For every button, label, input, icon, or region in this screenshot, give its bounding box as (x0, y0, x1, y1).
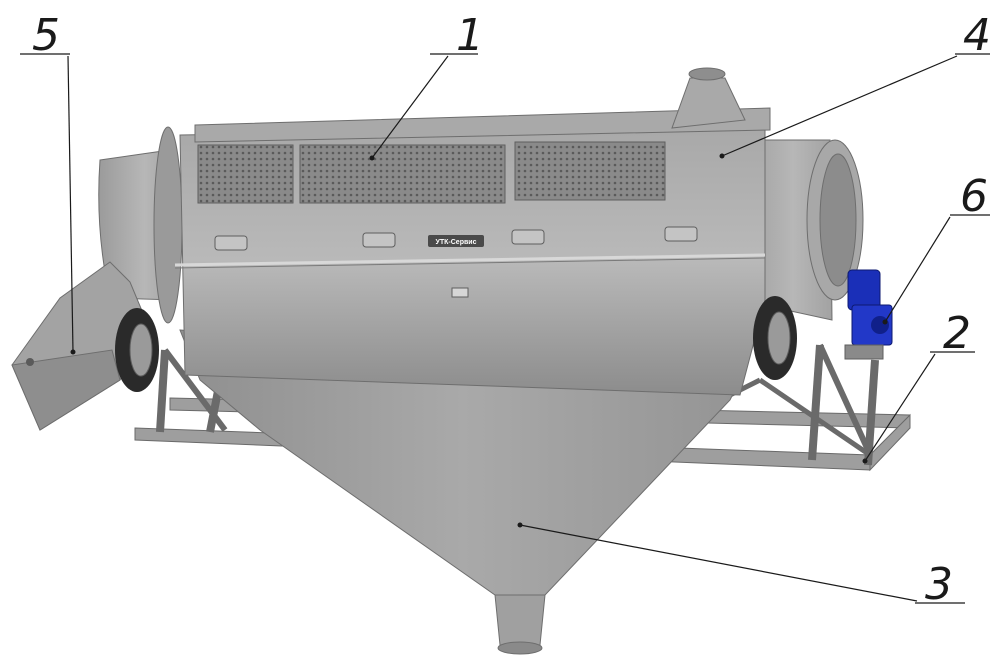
mesh-panel (514, 141, 666, 201)
handle (511, 229, 545, 245)
callout-dots (70, 153, 888, 528)
mesh-panel (197, 144, 294, 204)
right-roller-wheel (753, 296, 797, 380)
feed-chute (11, 261, 151, 431)
collection-hopper (179, 329, 746, 655)
handle (362, 232, 396, 248)
brand-label: УТК-Сервис (436, 239, 477, 246)
nameplate (451, 287, 469, 298)
callout-2: 2 (943, 308, 971, 359)
left-roller-wheel (115, 308, 159, 392)
left-drum-end (98, 126, 183, 324)
mesh-panel (299, 144, 506, 204)
drive-motor (844, 269, 893, 360)
callout-1: 1 (456, 10, 484, 61)
callout-4: 4 (963, 10, 991, 61)
brand-plate (428, 235, 484, 247)
callout-6: 6 (960, 171, 988, 222)
exhaust-stack (671, 67, 746, 129)
callout-5: 5 (32, 10, 60, 61)
handle (664, 226, 698, 242)
handle (214, 235, 248, 251)
callouts (20, 53, 990, 604)
callout-3: 3 (925, 559, 953, 610)
drum-housing: УТК-Сервис (174, 107, 771, 396)
